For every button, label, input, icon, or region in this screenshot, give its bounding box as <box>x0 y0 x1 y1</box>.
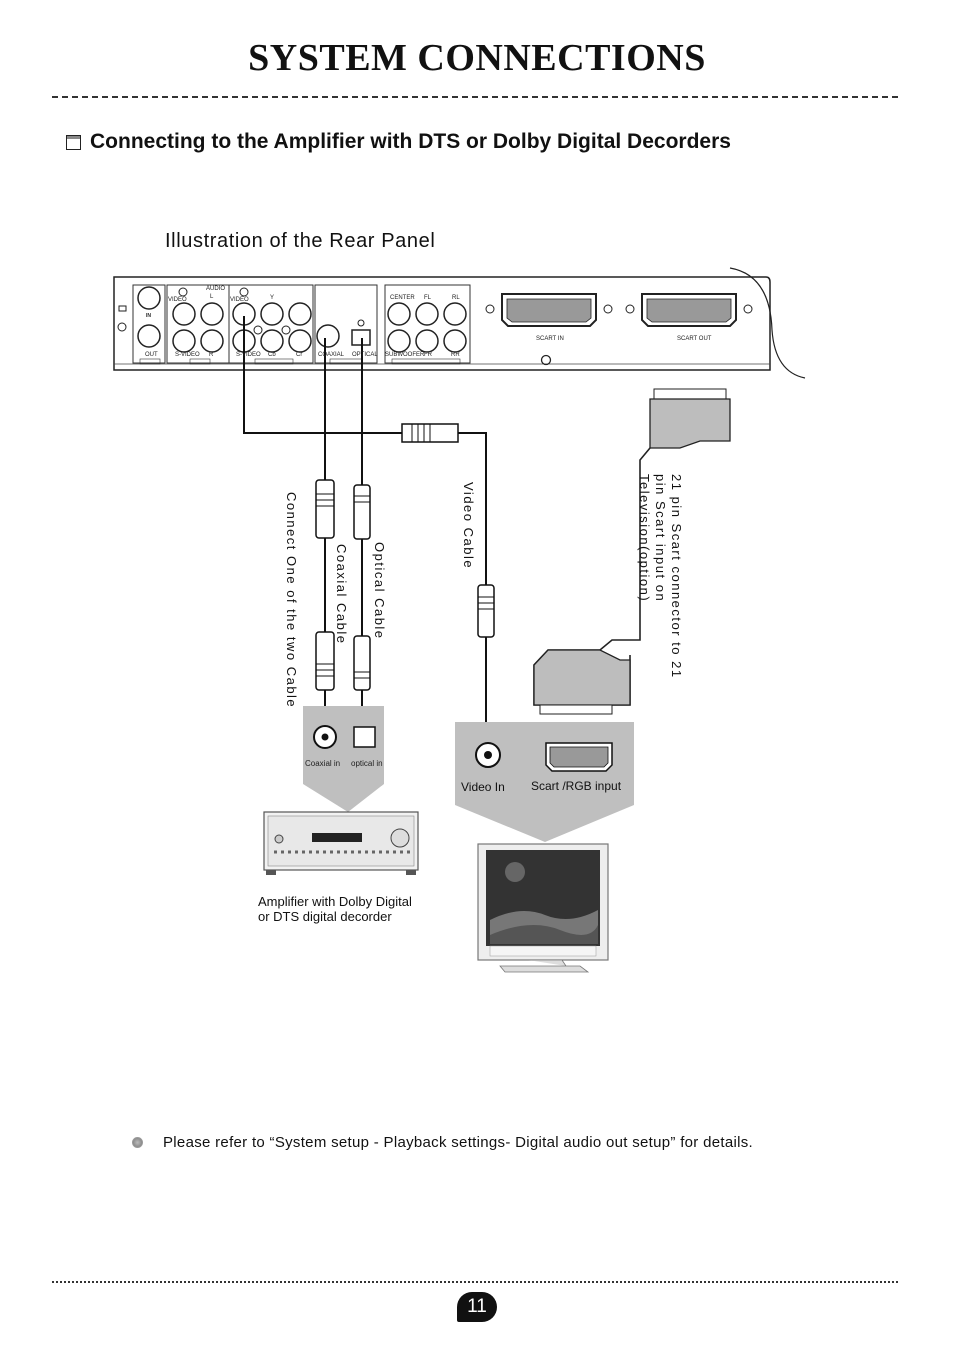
video-cable-label: Video Cable <box>461 482 476 570</box>
rear-panel <box>113 267 806 379</box>
square-bullet-icon <box>66 134 81 150</box>
panel-label-optical: OPTICAL <box>352 352 378 358</box>
optical-in-label: optical in <box>351 759 383 768</box>
panel-label-video: VIDEO <box>168 297 187 303</box>
optical-cable <box>353 338 371 738</box>
note-text: Please refer to “System setup - Playback… <box>163 1134 753 1151</box>
panel-label-center: CENTER <box>390 295 415 301</box>
panel-label-fl: FL <box>424 295 432 301</box>
page-number: 11 <box>457 1292 497 1322</box>
panel-label-r: R <box>209 352 214 358</box>
scart-input-label: Scart /RGB input <box>531 779 622 793</box>
page-title: SYSTEM CONNECTIONS <box>248 37 706 79</box>
amplifier-caption-line2: or DTS digital decorder <box>258 909 392 924</box>
amplifier-caption-line1: Amplifier with Dolby Digital <box>258 894 412 909</box>
top-divider <box>52 96 898 98</box>
bottom-divider <box>52 1281 898 1283</box>
panel-label-y: Y <box>270 295 275 301</box>
panel-label-scart-in: SCART IN <box>536 336 564 342</box>
panel-label-l: L <box>210 294 214 300</box>
panel-label-in: IN <box>146 313 151 319</box>
panel-label-rr: RR <box>451 352 460 358</box>
panel-label-coaxial: COAXIAL <box>318 352 345 358</box>
amplifier-device <box>263 811 419 875</box>
scart-cable <box>533 388 731 715</box>
panel-label-subwoofer: SUBWOOFER <box>385 352 425 358</box>
tv-callout <box>455 722 634 842</box>
panel-label-rl: RL <box>452 295 460 301</box>
section-heading: Connecting to the Amplifier with DTS or … <box>66 130 731 154</box>
optical-cable-label: Optical Cable <box>372 542 387 640</box>
panel-label-video-2: VIDEO <box>230 297 249 303</box>
coaxial-cable <box>315 338 335 735</box>
video-cable <box>243 316 495 755</box>
coaxial-cable-label: Coaxial Cable <box>334 544 349 645</box>
scart-cable-label: 21 pin Scart connector to 21 pin Scart i… <box>637 474 684 679</box>
panel-label-out: OUT <box>145 352 158 358</box>
panel-label-s-video: S-VIDEO <box>175 352 200 358</box>
panel-label-scart-out: SCART OUT <box>677 336 712 342</box>
panel-label-s-video-2: S-VIDEO <box>236 352 261 358</box>
panel-label-audio: AUDIO <box>206 286 226 292</box>
panel-label-fr: FR <box>424 352 432 358</box>
panel-label-cb: Cb <box>268 352 276 358</box>
television-device <box>477 843 609 973</box>
panel-label-cr: Cr <box>296 352 303 358</box>
coaxial-in-label: Coaxial in <box>305 759 341 768</box>
video-in-label: Video In <box>461 780 505 794</box>
section-heading-text: Connecting to the Amplifier with DTS or … <box>90 130 731 153</box>
amplifier-callout <box>303 706 384 812</box>
connect-one-label: Connect One of the two Cable <box>284 492 299 709</box>
illustration-title: Illustration of the Rear Panel <box>165 230 436 252</box>
bullet-icon <box>132 1137 143 1148</box>
note: Please refer to “System setup - Playback… <box>132 1134 753 1151</box>
